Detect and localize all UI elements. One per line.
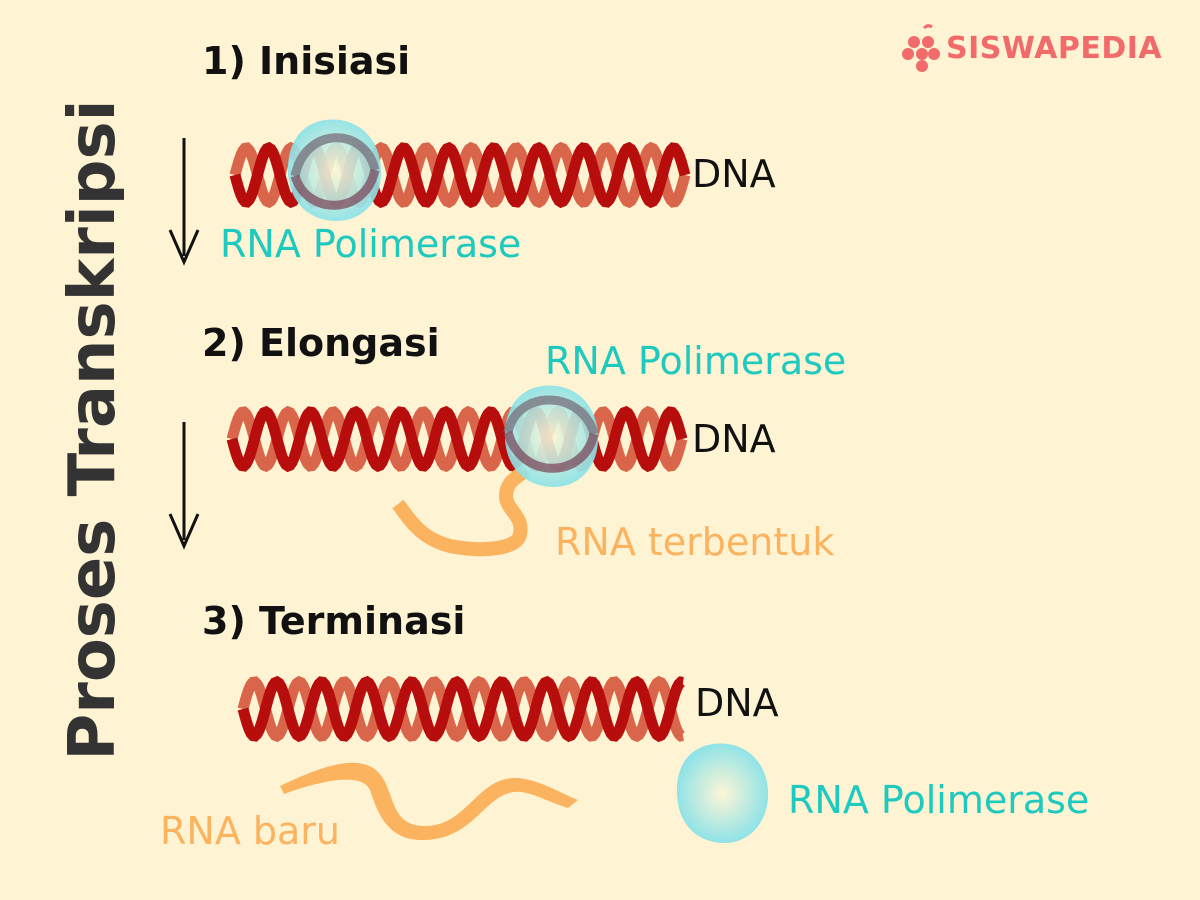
rna-polymerase-3 (676, 743, 769, 844)
rna-transcript-3 (280, 762, 578, 840)
dna-strands-3 (237, 675, 685, 743)
main-title-text: Proses Transkripsi (56, 99, 124, 760)
polymerase-label-3: RNA Polimerase (788, 778, 1090, 822)
dna-strands-2 (226, 405, 688, 473)
dna-helix-3 (237, 675, 685, 743)
step-arrow-1 (168, 138, 200, 266)
step-2-title: 2) Elongasi (202, 321, 440, 365)
step-3-title: 3) Terminasi (202, 599, 466, 643)
main-title: Proses Transkripsi (56, 99, 124, 760)
step-arrow-2 (168, 422, 200, 550)
rna-transcript-2 (392, 464, 531, 557)
logo-text: SISWAPEDIA (946, 31, 1163, 66)
berry-logo-icon (902, 24, 940, 72)
dna-label-3: DNA (695, 681, 779, 725)
dna-helix-2 (226, 405, 688, 473)
rna-polymerase-2 (503, 385, 599, 488)
polymerase-label-2: RNA Polimerase (545, 339, 847, 383)
dna-label-1: DNA (692, 152, 776, 196)
rna-label-3: RNA baru (160, 809, 341, 853)
step-1-title: 1) Inisiasi (202, 39, 411, 83)
polymerase-label-1: RNA Polimerase (220, 222, 522, 266)
dna-strand (237, 675, 685, 743)
logo: SISWAPEDIA (902, 24, 1172, 74)
rna-label-2: RNA terbentuk (555, 520, 835, 564)
dna-strand (226, 405, 688, 473)
rna-polymerase-1 (287, 119, 382, 222)
dna-label-2: DNA (692, 417, 776, 461)
dna-strand (237, 675, 685, 743)
